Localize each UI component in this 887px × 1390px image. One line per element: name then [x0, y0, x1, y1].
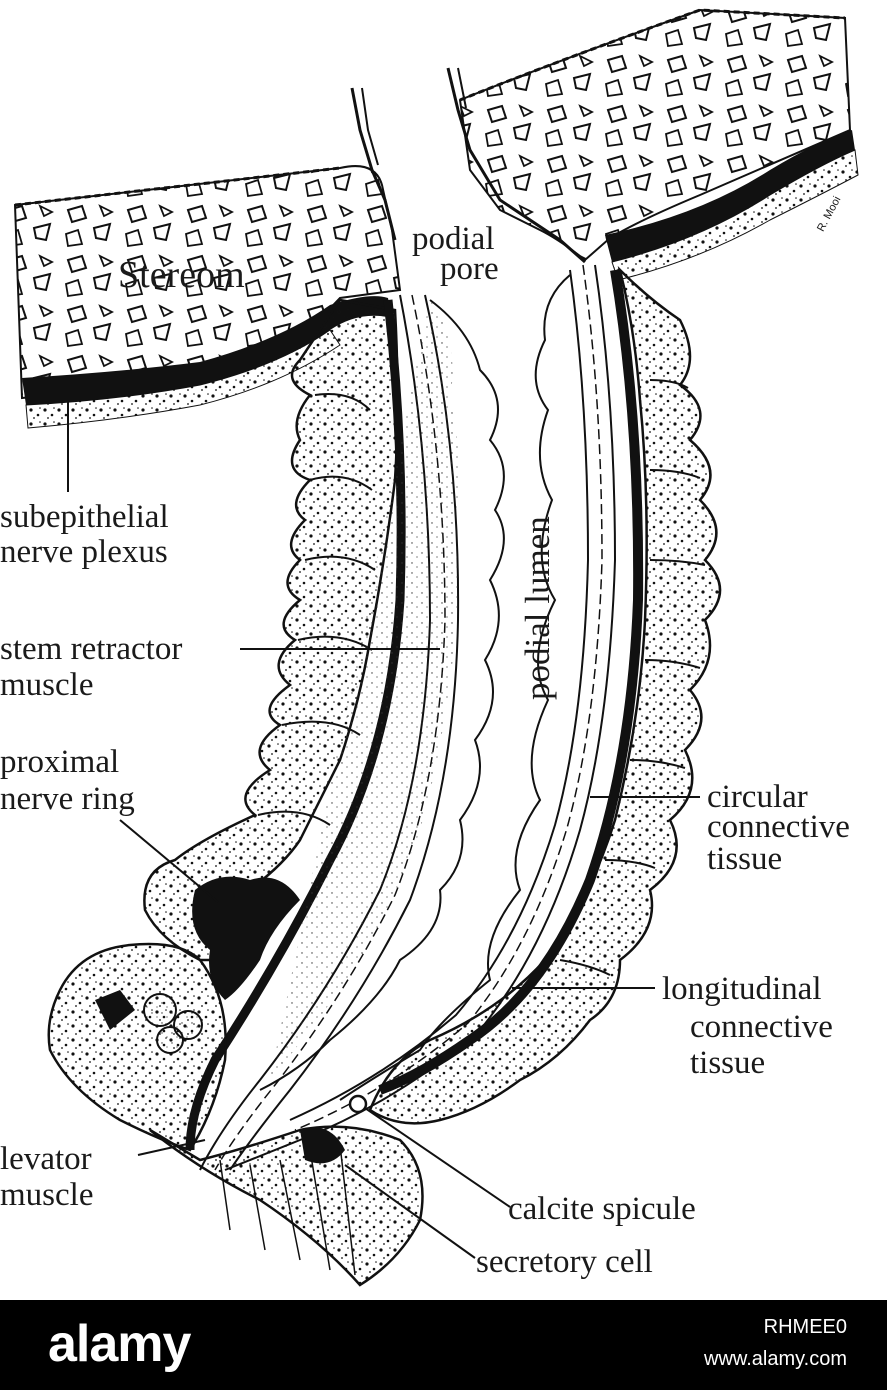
label-stereom: Stereom: [118, 254, 245, 296]
stock-watermark-bar: alamy RHMEE0 www.alamy.com: [0, 1300, 887, 1390]
tube-foot-diagram: Stereom podial pore podial lumen subepit…: [0, 8, 859, 1287]
stock-image-id: RHMEE0: [763, 1316, 847, 1338]
diagram-illustration: [13, 8, 859, 1287]
label-longitudinal-line1: longitudinal: [662, 971, 822, 1007]
inner-epithelium-left: [259, 299, 505, 1091]
label-subepithelial-line1: subepithelial: [0, 499, 169, 535]
stock-url: www.alamy.com: [704, 1348, 847, 1370]
label-longitudinal-line3: tissue: [690, 1045, 766, 1081]
label-secretory-cell: secretory cell: [476, 1244, 653, 1280]
alamy-logo: alamy: [48, 1315, 191, 1373]
label-podial-lumen: podial lumen: [518, 516, 557, 700]
nerve-fibre-left: [350, 87, 397, 241]
label-podial-pore-line2: pore: [440, 251, 499, 287]
right-stereom-plate: [458, 8, 859, 281]
label-proximal-nerve-line2: nerve ring: [0, 781, 135, 817]
label-subepithelial-line2: nerve plexus: [0, 534, 168, 570]
label-stem-retractor-line1: stem retractor: [0, 631, 183, 667]
label-circular-line1: circular: [707, 779, 808, 815]
calcite-spicule-shape: [348, 1094, 368, 1114]
proximal-nerve-ring-shape: [192, 876, 300, 1000]
right-epidermis: [368, 265, 722, 1125]
label-proximal-nerve-line1: proximal: [0, 744, 120, 780]
basal-disc: [47, 942, 424, 1287]
label-levator-line1: levator: [0, 1141, 92, 1177]
right-nerve-plexus: [378, 269, 644, 1095]
label-circular-line3: tissue: [707, 841, 783, 877]
label-stem-retractor-line2: muscle: [0, 667, 94, 703]
inner-epithelium-right: [339, 274, 571, 1101]
nerve-fibre-right: [446, 67, 586, 264]
label-levator-line2: muscle: [0, 1177, 94, 1213]
label-podial-pore-line1: podial: [412, 221, 495, 257]
label-calcite-spicule: calcite spicule: [508, 1191, 696, 1227]
label-longitudinal-line2: connective: [690, 1009, 833, 1045]
label-circular-line2: connective: [707, 809, 850, 845]
leader-lines: [67, 400, 700, 1259]
